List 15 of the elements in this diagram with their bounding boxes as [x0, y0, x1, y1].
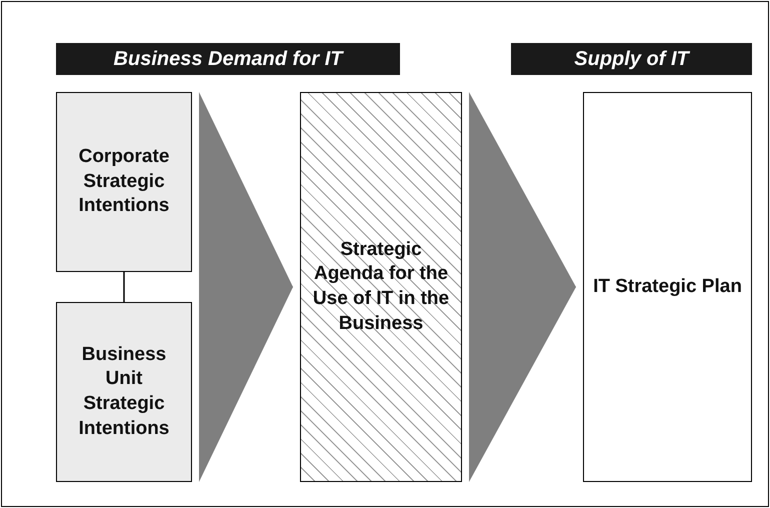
box-label: Strategic Agenda for the Use of IT in the Business: [312, 238, 450, 336]
connector-line: [123, 272, 125, 302]
process-box: [56, 302, 192, 482]
process-box: [300, 92, 462, 482]
process-box: [583, 92, 752, 482]
box-label: Business Demand for IT: [112, 48, 345, 70]
header-bar: [56, 43, 400, 75]
chevron-arrow: [468, 92, 576, 482]
box-label: IT Strategic Plan: [592, 274, 743, 299]
box-label: Supply of IT: [573, 48, 691, 70]
header-bar: [511, 43, 752, 75]
chevron-arrow: [198, 92, 294, 482]
box-label: Business Unit Strategic Intentions: [78, 342, 170, 441]
process-box: [56, 92, 192, 272]
box-label: Corporate Strategic Intentions: [78, 144, 170, 218]
